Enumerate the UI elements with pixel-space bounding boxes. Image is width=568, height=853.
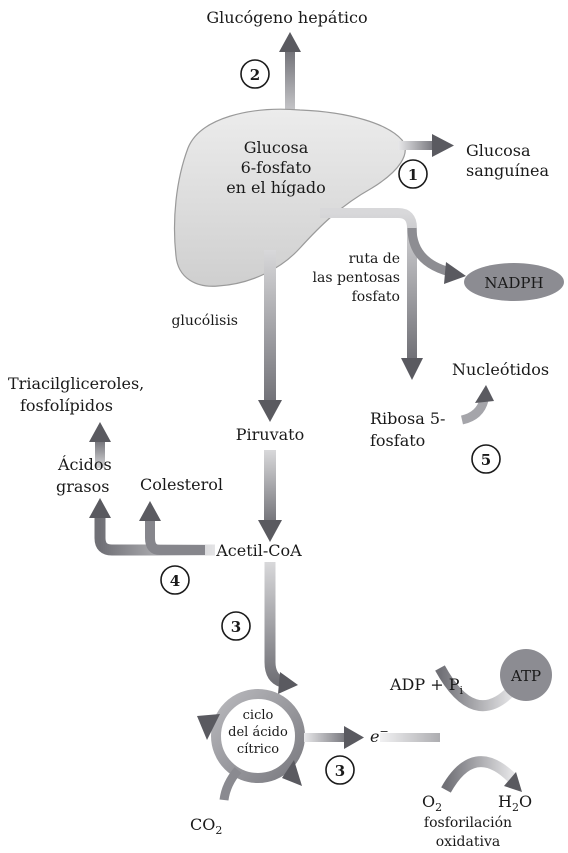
arrow-cycle-to-co2	[224, 770, 238, 800]
pentose-label-1: ruta de	[349, 251, 400, 267]
h2o-subscript: 2	[512, 801, 519, 814]
svg-text:2: 2	[250, 66, 260, 84]
adp-label: ADP + Pi	[389, 675, 464, 697]
h2o-o: O	[519, 792, 532, 811]
svg-text:5: 5	[481, 451, 491, 469]
o2-text: O	[422, 792, 435, 811]
adp-subscript: i	[460, 684, 464, 697]
co2-subscript: 2	[215, 824, 222, 837]
nadph-node: NADPH	[464, 263, 564, 301]
pentose-label-2: las pentosas	[313, 270, 401, 286]
adp-text: ADP + P	[389, 675, 460, 694]
electron-superscript: −	[379, 725, 388, 738]
cholesterol-label: Colesterol	[140, 475, 223, 494]
glycolysis-label: glucólisis	[171, 313, 238, 329]
arrow-cycle-to-electrons	[304, 726, 364, 749]
liver-label-1: Glucosa	[244, 138, 309, 157]
h2o-h: H	[498, 792, 512, 811]
atp-node: ATP	[500, 649, 552, 701]
step-number-1: 1	[399, 160, 427, 188]
co2-label: CO2	[190, 815, 222, 837]
svg-text:1: 1	[408, 166, 418, 184]
o2-subscript: 2	[435, 801, 442, 814]
step-number-4: 4	[161, 566, 189, 594]
co2-text: CO	[190, 815, 215, 834]
step-number-3a: 3	[222, 612, 250, 640]
cycle-label-3: cítrico	[237, 742, 279, 757]
step-number-2: 2	[241, 60, 269, 88]
ribose-label-2: fosfato	[370, 431, 425, 450]
glycogen-label: Glucógeno hepático	[206, 8, 367, 27]
nadph-label: NADPH	[484, 274, 543, 292]
atp-label: ATP	[510, 667, 541, 685]
oxphos-label-1: fosforilación	[424, 815, 512, 831]
svg-text:3: 3	[335, 762, 345, 780]
tag-label-1: Triacilgliceroles,	[8, 374, 144, 393]
nucleotides-label: Nucleótidos	[452, 360, 549, 379]
step-number-3b: 3	[326, 756, 354, 784]
tag-label-2: fosfolípidos	[20, 396, 113, 415]
o2-label: O2	[422, 792, 442, 814]
arrow-to-blood-glucose	[398, 134, 454, 157]
pyruvate-label: Piruvato	[236, 425, 304, 444]
blood-glucose-label-1: Glucosa	[466, 141, 531, 160]
liver-label-3: en el hígado	[226, 178, 326, 197]
oxphos-label-2: oxidativa	[436, 834, 500, 850]
electron-text: e	[370, 727, 379, 746]
cycle-label-1: ciclo	[243, 708, 274, 723]
acetylcoa-label: Acetil-CoA	[215, 541, 302, 560]
fatty-acids-label-1: Ácidos	[57, 454, 112, 474]
citric-acid-cycle: ciclo del ácido cítrico	[197, 694, 302, 786]
ribose-label-1: Ribosa 5-	[370, 409, 445, 428]
blood-glucose-label-2: sanguínea	[466, 161, 549, 180]
arrow-ribose-to-nucleotides	[462, 385, 494, 420]
svg-text:3: 3	[231, 618, 241, 636]
electron-label: e−	[370, 725, 389, 746]
liver-label-2: 6-fosfato	[241, 158, 312, 177]
arrow-pyruvate-to-acetylcoa	[258, 450, 282, 542]
svg-text:4: 4	[170, 572, 180, 590]
cycle-label-2: del ácido	[228, 725, 288, 740]
h2o-label: H2O	[498, 792, 532, 814]
arrow-acetylcoa-to-cycle	[270, 562, 298, 694]
fatty-acids-label-2: grasos	[56, 477, 109, 496]
arrow-fatty-acid-branch	[89, 498, 215, 550]
step-number-5: 5	[472, 445, 500, 473]
pentose-label-3: fosfato	[352, 289, 400, 305]
